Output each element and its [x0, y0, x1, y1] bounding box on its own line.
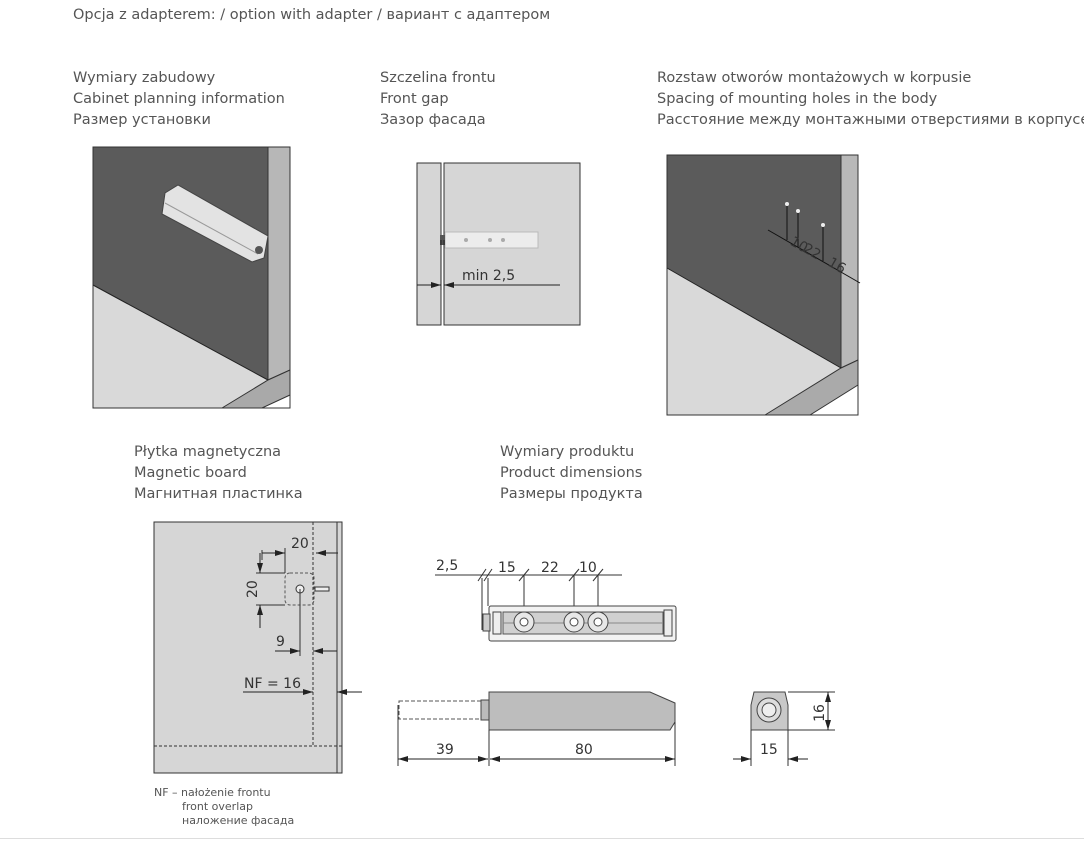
front-gap-dim: min 2,5	[462, 268, 515, 284]
product-end-dim-15: 15	[760, 742, 778, 758]
magnetic-heading-en: Magnetic board	[134, 465, 247, 481]
front-gap-heading-pl: Szczelina frontu	[380, 70, 496, 86]
magnetic-heading-pl: Płytka magnetyczna	[134, 444, 282, 460]
product-side-dim-39: 39	[436, 742, 454, 758]
mounting-dim-16: 16	[825, 255, 849, 278]
magnetic-dim-nf: NF = 16	[244, 676, 301, 692]
mounting-heading-ru: Расстояние между монтажными отверстиями …	[657, 112, 1084, 128]
cabinet-heading-ru: Размер установки	[73, 112, 211, 128]
cabinet-drawing	[92, 146, 291, 409]
product-end-dim-16: 16	[812, 704, 828, 722]
legend-nf-pl: NF – nałożenie frontu	[154, 786, 271, 799]
product-end-view: 16 15	[733, 691, 835, 766]
product-side-dim-80: 80	[575, 742, 593, 758]
product-top-dim-2-5: 2,5	[436, 558, 458, 574]
cabinet-heading-en: Cabinet planning information	[73, 91, 285, 107]
product-side-view: 39 80	[397, 691, 676, 766]
mounting-heading-en: Spacing of mounting holes in the body	[657, 91, 938, 107]
cabinet-heading-pl: Wymiary zabudowy	[73, 70, 216, 86]
mounting-drawing: 10 22 16	[666, 154, 861, 416]
product-top-view: 2,5 15 22 10	[435, 558, 677, 642]
legend-nf-ru: наложение фасада	[182, 814, 295, 827]
front-gap-heading-ru: Зазор фасада	[380, 112, 486, 128]
magnetic-dim-height: 20	[245, 580, 261, 598]
front-gap-heading-en: Front gap	[380, 91, 449, 107]
mounting-heading-pl: Rozstaw otworów montażowych w korpusie	[657, 70, 972, 86]
product-heading-pl: Wymiary produktu	[500, 444, 635, 460]
magnetic-board-drawing: 20 20 9 NF = 16	[153, 521, 362, 774]
closer-device	[161, 184, 269, 263]
legend-nf-en: front overlap	[182, 800, 253, 813]
product-heading-en: Product dimensions	[500, 465, 643, 481]
magnetic-dim-width: 20	[291, 536, 309, 552]
magnetic-dim-offset: 9	[276, 634, 285, 650]
mounting-dim-22: 22	[800, 241, 823, 264]
product-heading-ru: Размеры продукта	[500, 486, 643, 502]
product-top-dim-22: 22	[541, 560, 559, 576]
product-top-dim-10: 10	[579, 560, 597, 576]
divider	[0, 838, 1084, 839]
mounting-dim-10: 10	[787, 234, 810, 257]
front-gap-drawing: min 2,5	[416, 162, 581, 326]
product-top-dim-15: 15	[498, 560, 516, 576]
page-title: Opcja z adapterem: / option with adapter…	[73, 7, 551, 23]
magnetic-heading-ru: Магнитная пластинка	[134, 486, 303, 502]
